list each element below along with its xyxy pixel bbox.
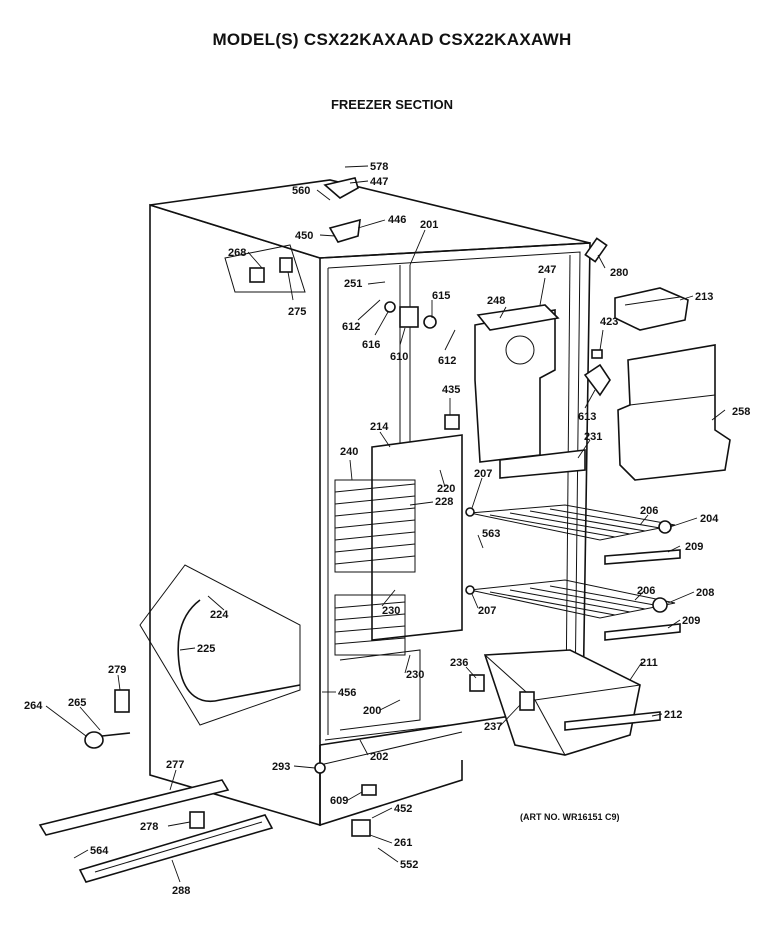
fan-duct-assembly: [474, 304, 586, 479]
part-label: 212: [664, 709, 682, 721]
part-label: 446: [388, 214, 406, 226]
part-labels: 578 447 560 446 450 201 268 275 251 615 …: [24, 161, 750, 897]
part-label: 612: [438, 355, 456, 367]
part-label: 278: [140, 821, 158, 833]
part-label: 563: [482, 528, 500, 540]
hinge-bracket: [38, 779, 230, 836]
part-label: 251: [344, 278, 362, 290]
part-label: 552: [400, 859, 418, 871]
part-label: 207: [474, 468, 492, 480]
part-label: 207: [478, 605, 496, 617]
part-label: 228: [435, 496, 453, 508]
part-label: 201: [420, 219, 438, 231]
part-label: 206: [640, 505, 658, 517]
part-label: 261: [394, 837, 412, 849]
part-label: 288: [172, 885, 190, 897]
part-label: 435: [442, 384, 460, 396]
part-label: 578: [370, 161, 388, 173]
part-label: 225: [197, 643, 215, 655]
part-label: 609: [330, 795, 348, 807]
heater-panel: [139, 564, 301, 726]
part-label: 248: [487, 295, 505, 307]
part-label: 275: [288, 306, 306, 318]
part-label: 240: [340, 446, 358, 458]
part-label: 237: [484, 721, 502, 733]
part-label: 224: [210, 609, 229, 621]
part-label: 615: [432, 290, 450, 302]
part-label: 613: [578, 411, 596, 423]
part-label: 456: [338, 687, 356, 699]
part-label: 268: [228, 247, 246, 259]
evaporator-coil: [334, 479, 416, 656]
part-label: 230: [406, 669, 424, 681]
icemaker-cover: [617, 344, 731, 481]
wire-shelf-lower: [469, 579, 681, 641]
part-label: 206: [637, 585, 655, 597]
leader-lines: [45, 165, 726, 883]
part-label: 265: [68, 697, 86, 709]
part-label: 209: [685, 541, 703, 553]
small-parts: [84, 177, 672, 837]
art-number-note: (ART NO. WR16151 C9): [520, 812, 620, 822]
part-label: 447: [370, 176, 388, 188]
part-label: 247: [538, 264, 556, 276]
ice-tray: [614, 287, 689, 331]
part-label: 204: [700, 513, 719, 525]
kick-grille: [78, 814, 274, 883]
cabinet-shell: [149, 179, 591, 827]
part-label: 209: [682, 615, 700, 627]
part-label: 214: [370, 421, 389, 433]
part-label: 236: [450, 657, 468, 669]
part-label: 211: [640, 657, 658, 669]
part-label: 202: [370, 751, 388, 763]
part-label: 293: [272, 761, 290, 773]
part-label: 279: [108, 664, 126, 676]
part-label: 213: [695, 291, 713, 303]
part-label: 230: [382, 605, 400, 617]
part-label: 277: [166, 759, 184, 771]
model-title: MODEL(S) CSX22KAXAAD CSX22KAXAWH: [212, 30, 572, 49]
part-label: 264: [24, 700, 43, 712]
part-label: 208: [696, 587, 714, 599]
part-label: 452: [394, 803, 412, 815]
part-label: 220: [437, 483, 455, 495]
part-label: 616: [362, 339, 380, 351]
part-label: 423: [600, 316, 618, 328]
part-label: 564: [90, 845, 109, 857]
part-label: 612: [342, 321, 360, 333]
ice-bin: [483, 649, 661, 756]
part-label: 280: [610, 267, 628, 279]
section-title: FREEZER SECTION: [330, 97, 454, 112]
part-label: 258: [732, 406, 750, 418]
part-label: 200: [363, 705, 381, 717]
part-label: 610: [390, 351, 408, 363]
part-label: 450: [295, 230, 313, 242]
part-label: 560: [292, 185, 310, 197]
part-label: 231: [584, 431, 602, 443]
